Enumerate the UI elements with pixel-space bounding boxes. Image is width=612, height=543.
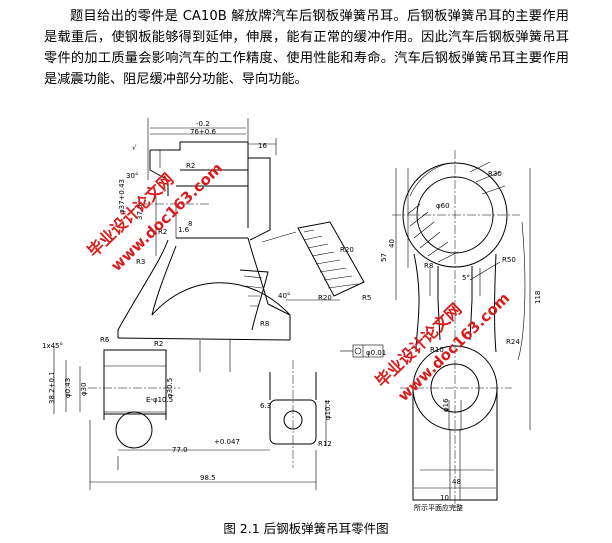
svg-text:R2: R2 xyxy=(154,340,163,348)
svg-text:√: √ xyxy=(132,144,137,152)
figure-caption: 图 2.1 后钢板弹簧吊耳零件图 xyxy=(223,521,389,536)
svg-text:R5: R5 xyxy=(362,294,371,302)
svg-text:φ30.5: φ30.5 xyxy=(166,378,174,398)
svg-text:1.6: 1.6 xyxy=(178,226,190,234)
svg-text:E-φ10.5: E-φ10.5 xyxy=(146,396,173,404)
svg-text:φ16: φ16 xyxy=(442,398,450,412)
svg-text:6.3: 6.3 xyxy=(260,402,271,410)
svg-text:76+0.6: 76+0.6 xyxy=(190,128,216,136)
rib-section xyxy=(297,221,365,297)
svg-text:R2: R2 xyxy=(186,162,195,170)
svg-text:40°: 40° xyxy=(278,292,290,300)
intro-text: 题目给出的零件是 CA10B 解放牌汽车后钢板弹簧吊耳。后钢板弹簧吊耳的主要作用… xyxy=(44,6,569,90)
svg-text:R10: R10 xyxy=(430,346,444,354)
svg-text:φ30: φ30 xyxy=(80,382,88,396)
svg-text:37.0: 37.0 xyxy=(136,204,144,220)
svg-text:57: 57 xyxy=(380,253,388,262)
svg-text:φ0.01: φ0.01 xyxy=(366,349,386,357)
svg-text:R8: R8 xyxy=(424,262,433,270)
svg-text:16: 16 xyxy=(258,142,267,150)
svg-text:5°: 5° xyxy=(462,274,470,282)
svg-text:R30: R30 xyxy=(488,170,502,178)
part-drawing: -0.2 76+0.6 16 R2 30° √ φ37+0.43 37.0 R2… xyxy=(42,118,542,512)
watermarks: 毕业设计论文网 www.doc163.com 毕业设计论文网 www.doc16… xyxy=(84,159,514,405)
svg-text:R12: R12 xyxy=(318,440,332,448)
svg-text:R50: R50 xyxy=(502,256,516,264)
svg-text:R3: R3 xyxy=(136,258,145,266)
svg-text:10: 10 xyxy=(440,494,449,502)
svg-text:R20: R20 xyxy=(318,294,332,302)
svg-text:R2: R2 xyxy=(158,228,167,236)
svg-text:R8: R8 xyxy=(260,320,269,328)
svg-text:30°: 30° xyxy=(126,172,138,180)
svg-text:-0.2: -0.2 xyxy=(196,120,210,128)
svg-text:φ0.43: φ0.43 xyxy=(64,378,72,398)
svg-text:φ37+0.43: φ37+0.43 xyxy=(118,179,126,214)
svg-text:φ60: φ60 xyxy=(436,202,450,210)
svg-text:φ10.4: φ10.4 xyxy=(324,399,332,420)
svg-text:R20: R20 xyxy=(340,246,354,254)
svg-text:98.5: 98.5 xyxy=(200,474,216,482)
svg-text:118: 118 xyxy=(534,291,542,304)
right-view: R30 φ60 40 57 R8 R50 5° R24 φ16 118 48 1… xyxy=(380,150,542,512)
svg-text:8: 8 xyxy=(188,220,192,228)
svg-text:48: 48 xyxy=(452,478,461,486)
drawing-note: 所示平面应完整 xyxy=(414,503,463,512)
svg-text:77.0: 77.0 xyxy=(172,446,188,454)
svg-text:1x45°: 1x45° xyxy=(42,342,63,350)
svg-text:38.2+0.1: 38.2+0.1 xyxy=(48,371,56,404)
svg-text:40: 40 xyxy=(388,239,396,248)
svg-text:+0.047: +0.047 xyxy=(214,438,240,446)
left-view: -0.2 76+0.6 16 R2 30° √ φ37+0.43 37.0 R2… xyxy=(42,118,386,490)
svg-text:R24: R24 xyxy=(506,338,520,346)
svg-text:R6: R6 xyxy=(100,336,110,344)
intro-paragraph: 题目给出的零件是 CA10B 解放牌汽车后钢板弹簧吊耳。后钢板弹簧吊耳的主要作用… xyxy=(44,9,569,87)
